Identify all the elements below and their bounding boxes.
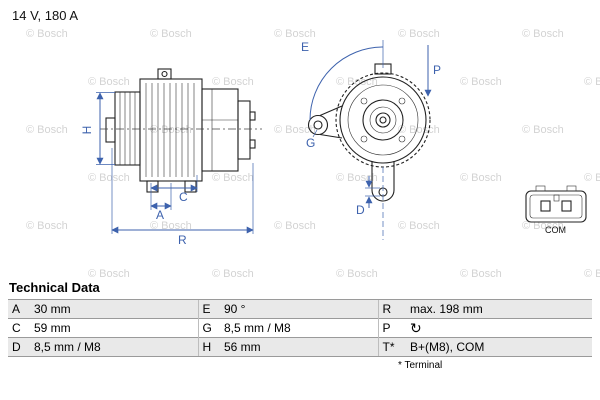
spec-key-c: C bbox=[8, 318, 30, 338]
dim-label-p: P bbox=[433, 63, 441, 77]
dim-label-r: R bbox=[178, 233, 187, 247]
table-row: D 8,5 mm / M8 H 56 mm T* B+(M8), COM bbox=[8, 337, 592, 357]
spec-key-a: A bbox=[8, 299, 30, 319]
spec-key-g: G bbox=[197, 318, 220, 338]
spec-key-t: T* bbox=[377, 337, 406, 357]
bosch-watermark: © Bosch bbox=[88, 76, 130, 88]
spec-key-h: H bbox=[197, 337, 220, 357]
dim-label-e: E bbox=[301, 40, 309, 54]
spec-key-d: D bbox=[8, 337, 30, 357]
spec-value-t: B+(M8), COM bbox=[406, 337, 592, 357]
spec-key-p: P bbox=[377, 318, 406, 338]
bosch-watermark: © Bosch bbox=[584, 172, 600, 184]
dim-label-h: H bbox=[80, 126, 94, 135]
dim-label-d: D bbox=[356, 203, 365, 217]
spec-value-c: 59 mm bbox=[30, 318, 198, 338]
bosch-watermark: © Bosch bbox=[88, 268, 130, 280]
bosch-watermark: © Bosch bbox=[26, 28, 68, 40]
bosch-watermark: © Bosch bbox=[274, 28, 316, 40]
bosch-watermark: © Bosch bbox=[212, 268, 254, 280]
bosch-watermark: © Bosch bbox=[460, 76, 502, 88]
dim-label-c: C bbox=[179, 190, 188, 204]
alternator-front-view: E P G D bbox=[301, 40, 441, 240]
bosch-watermark: © Bosch bbox=[460, 268, 502, 280]
bosch-watermark: © Bosch bbox=[150, 124, 192, 136]
bosch-watermark: © Bosch bbox=[522, 124, 564, 136]
spec-value-g: 8,5 mm / M8 bbox=[220, 318, 378, 338]
bosch-watermark: © Bosch bbox=[274, 220, 316, 232]
bosch-watermark: © Bosch bbox=[212, 172, 254, 184]
bosch-watermark: © Bosch bbox=[274, 124, 316, 136]
alternator-side-view: H C A R bbox=[80, 68, 262, 247]
technical-data-section: Technical Data A 30 mm E 90 ° R max. 198… bbox=[0, 278, 600, 371]
connector-diagram: COM bbox=[525, 185, 587, 235]
spec-value-r: max. 198 mm bbox=[406, 299, 592, 319]
rotation-direction-icon: ↻ bbox=[406, 318, 592, 338]
bosch-watermark: © Bosch bbox=[460, 172, 502, 184]
table-row: C 59 mm G 8,5 mm / M8 P ↻ bbox=[8, 318, 592, 338]
rating-label: 14 V, 180 A bbox=[12, 8, 79, 23]
bosch-watermark: © Bosch bbox=[522, 220, 564, 232]
bosch-watermark: © Bosch bbox=[336, 268, 378, 280]
technical-data-table: A 30 mm E 90 ° R max. 198 mm C 59 mm G 8… bbox=[8, 299, 592, 357]
spec-value-h: 56 mm bbox=[220, 337, 378, 357]
bosch-watermark: © Bosch bbox=[336, 76, 378, 88]
technical-drawing: H C A R bbox=[80, 40, 587, 247]
technical-data-title: Technical Data bbox=[9, 280, 100, 295]
bosch-watermark: © Bosch bbox=[398, 220, 440, 232]
bosch-watermark: © Bosch bbox=[150, 28, 192, 40]
bosch-watermark: © Bosch bbox=[584, 76, 600, 88]
spec-value-a: 30 mm bbox=[30, 299, 198, 319]
bosch-watermark: © Bosch bbox=[212, 76, 254, 88]
dim-label-a: A bbox=[156, 208, 164, 222]
bosch-watermark: © Bosch bbox=[26, 220, 68, 232]
spec-key-r: R bbox=[377, 299, 406, 319]
spec-value-d: 8,5 mm / M8 bbox=[30, 337, 198, 357]
table-row: A 30 mm E 90 ° R max. 198 mm bbox=[8, 299, 592, 319]
bosch-watermark: © Bosch bbox=[88, 172, 130, 184]
spec-key-e: E bbox=[197, 299, 220, 319]
bosch-watermark: © Bosch bbox=[26, 124, 68, 136]
dim-label-g: G bbox=[306, 136, 315, 150]
bosch-watermark: © Bosch bbox=[584, 268, 600, 280]
spec-value-e: 90 ° bbox=[220, 299, 378, 319]
bosch-watermark: © Bosch bbox=[522, 28, 564, 40]
connector-com-label: COM bbox=[545, 225, 566, 235]
terminal-footnote: * Terminal bbox=[398, 360, 443, 371]
bosch-watermark: © Bosch bbox=[398, 28, 440, 40]
